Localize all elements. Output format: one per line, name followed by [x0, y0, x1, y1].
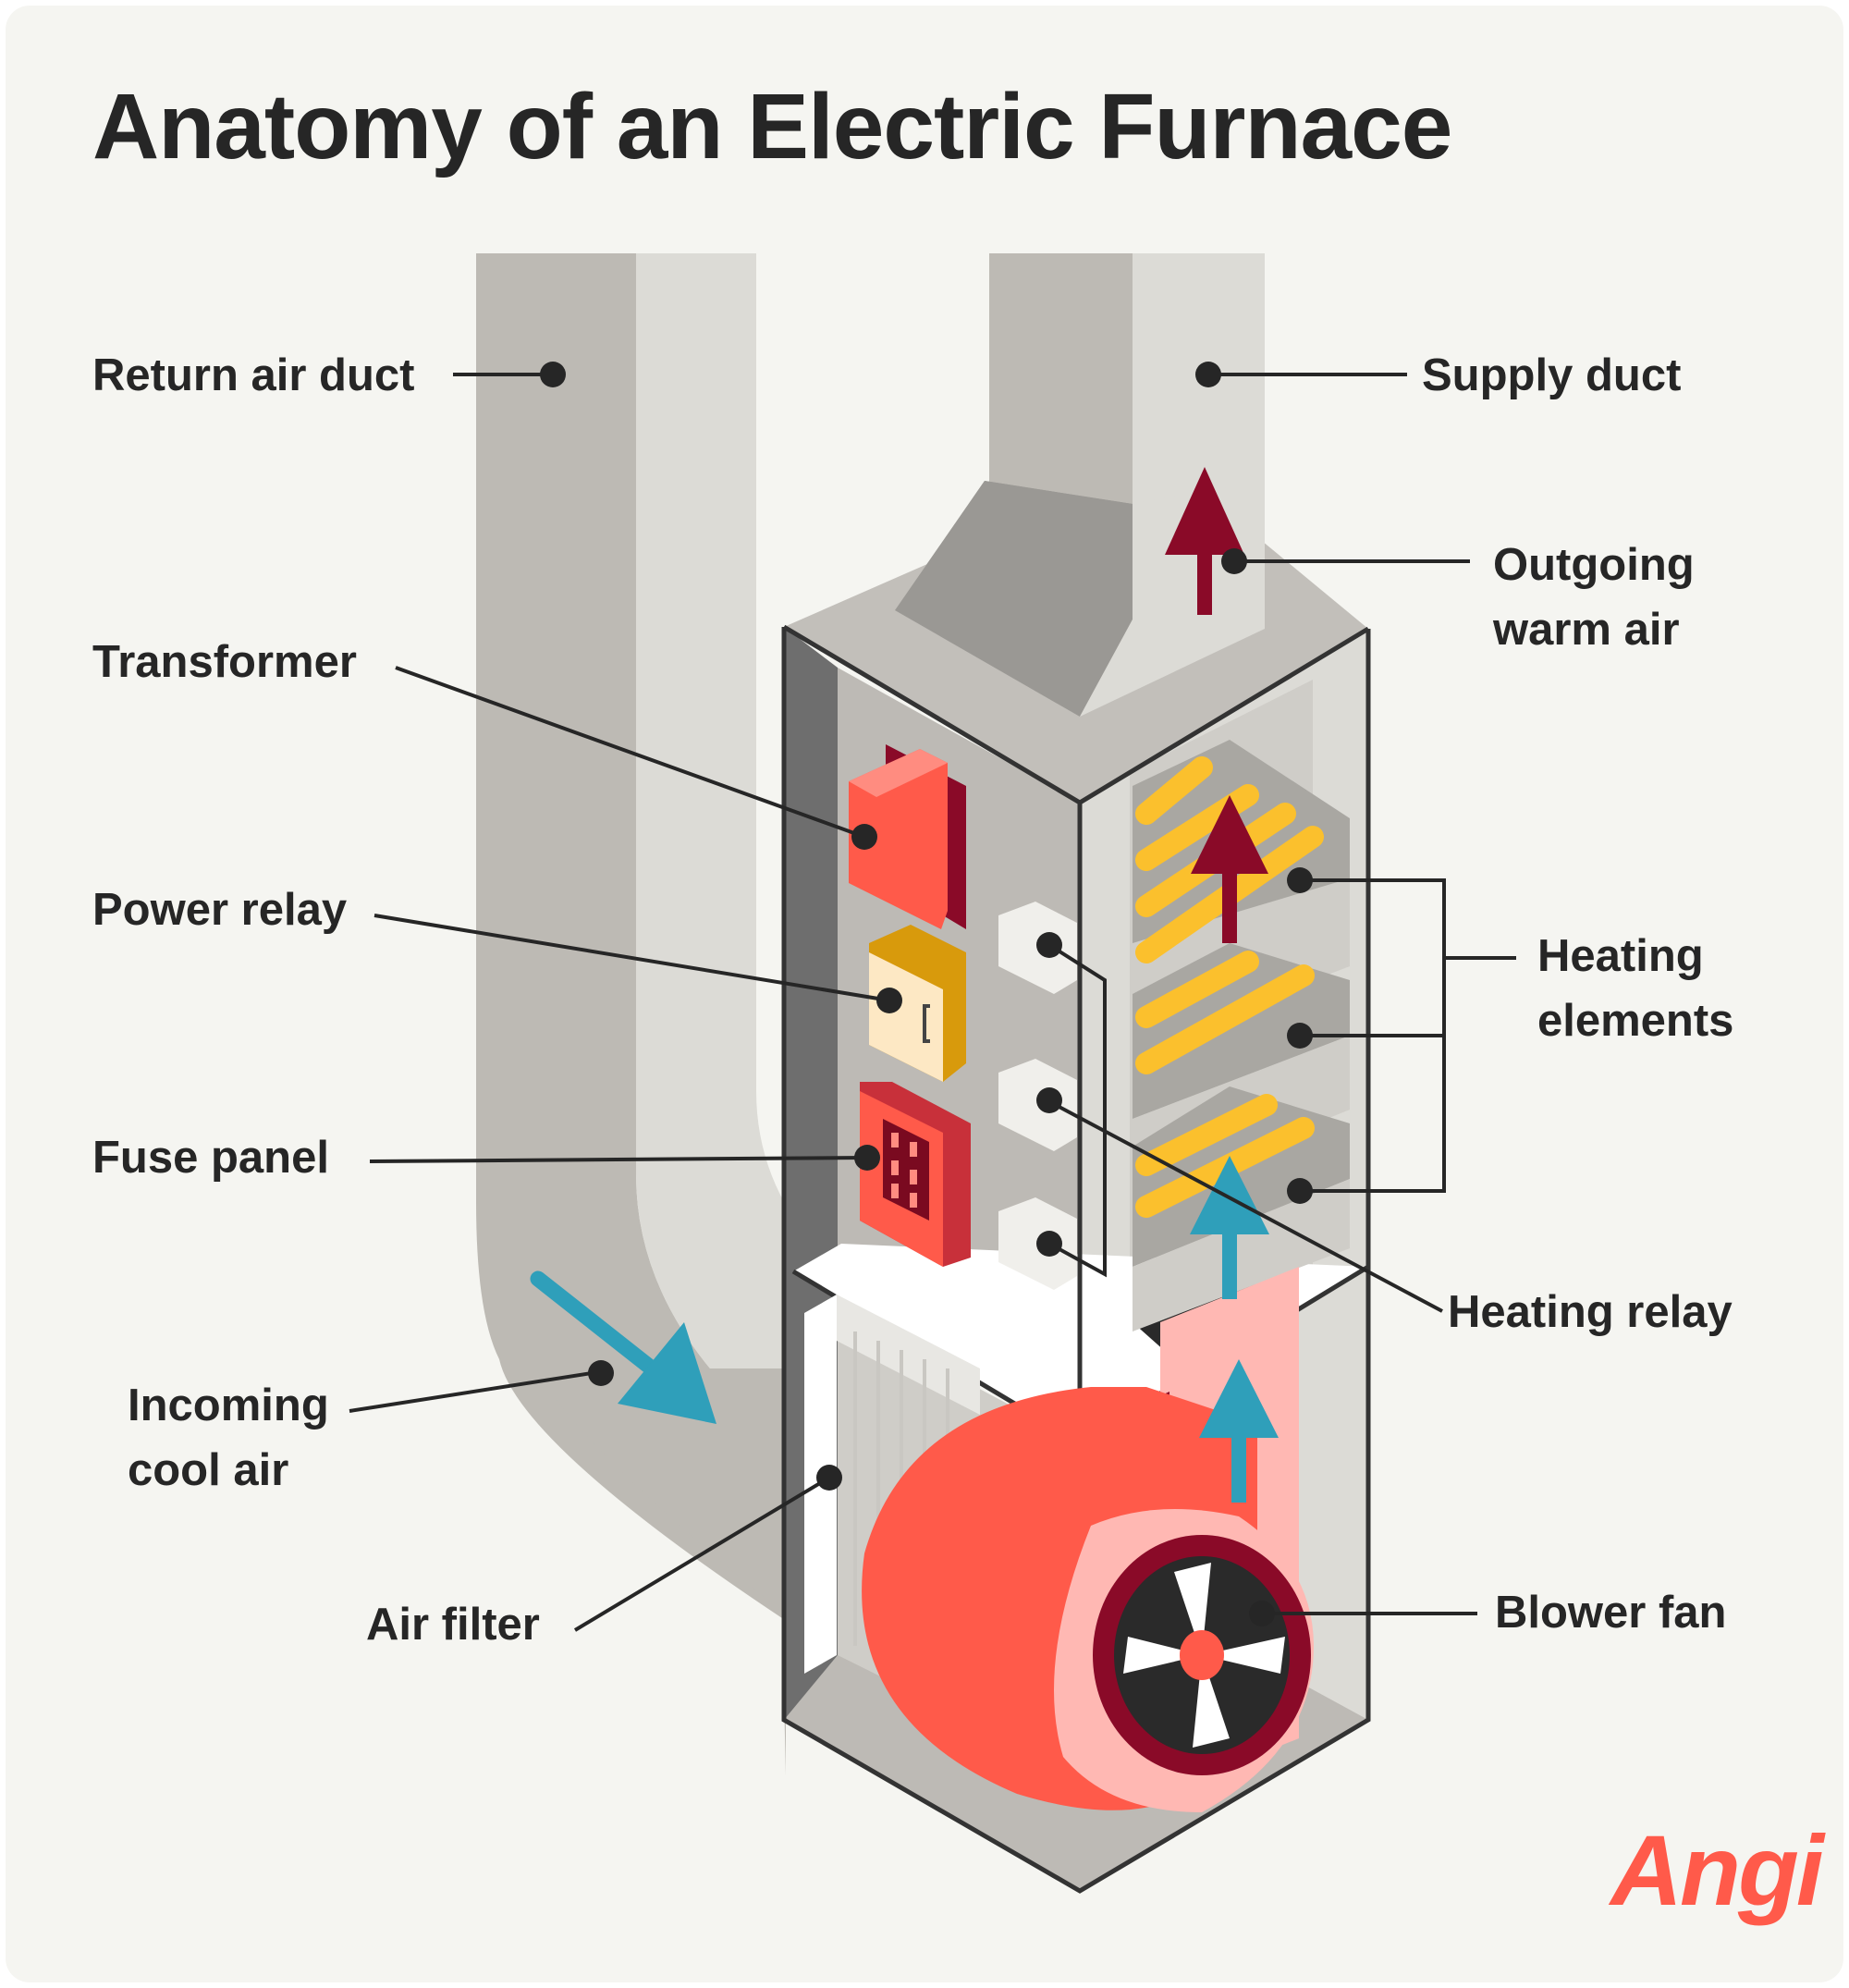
incoming-cool-air-label-line1: Incoming — [128, 1381, 329, 1430]
leader-dots — [540, 362, 1313, 1626]
power-relay — [869, 925, 966, 1082]
heating-elements-label-line2: elements — [1537, 996, 1734, 1046]
blower-fan-label: Blower fan — [1495, 1588, 1727, 1638]
air-filter-label: Air filter — [366, 1600, 540, 1650]
heating-elements — [1133, 740, 1350, 1331]
blower-fan — [862, 1267, 1314, 1812]
fuse-panel-label: Fuse panel — [92, 1133, 329, 1183]
outgoing-warm-air-label-line2: warm air — [1493, 605, 1680, 655]
transformer-label: Transformer — [92, 637, 357, 687]
page-title: Anatomy of an Electric Furnace — [92, 75, 1452, 178]
outgoing-warm-air-label-line1: Outgoing — [1493, 540, 1695, 590]
fuse-panel — [860, 1082, 971, 1267]
return-air-duct-label: Return air duct — [92, 350, 415, 400]
angi-logo: Angi — [1610, 1814, 1824, 1926]
power-relay-label: Power relay — [92, 885, 348, 935]
incoming-cool-air-label-line2: cool air — [128, 1445, 289, 1495]
heating-relay-label: Heating relay — [1448, 1287, 1733, 1337]
cool-air-arrows — [530, 1156, 1279, 1503]
warm-air-arrows — [1165, 467, 1268, 943]
transformer — [849, 744, 966, 929]
heating-elements-label-line1: Heating — [1537, 931, 1704, 981]
leader-lines — [349, 373, 1516, 1632]
return-air-duct — [476, 253, 906, 1775]
supply-duct-label: Supply duct — [1422, 350, 1682, 400]
